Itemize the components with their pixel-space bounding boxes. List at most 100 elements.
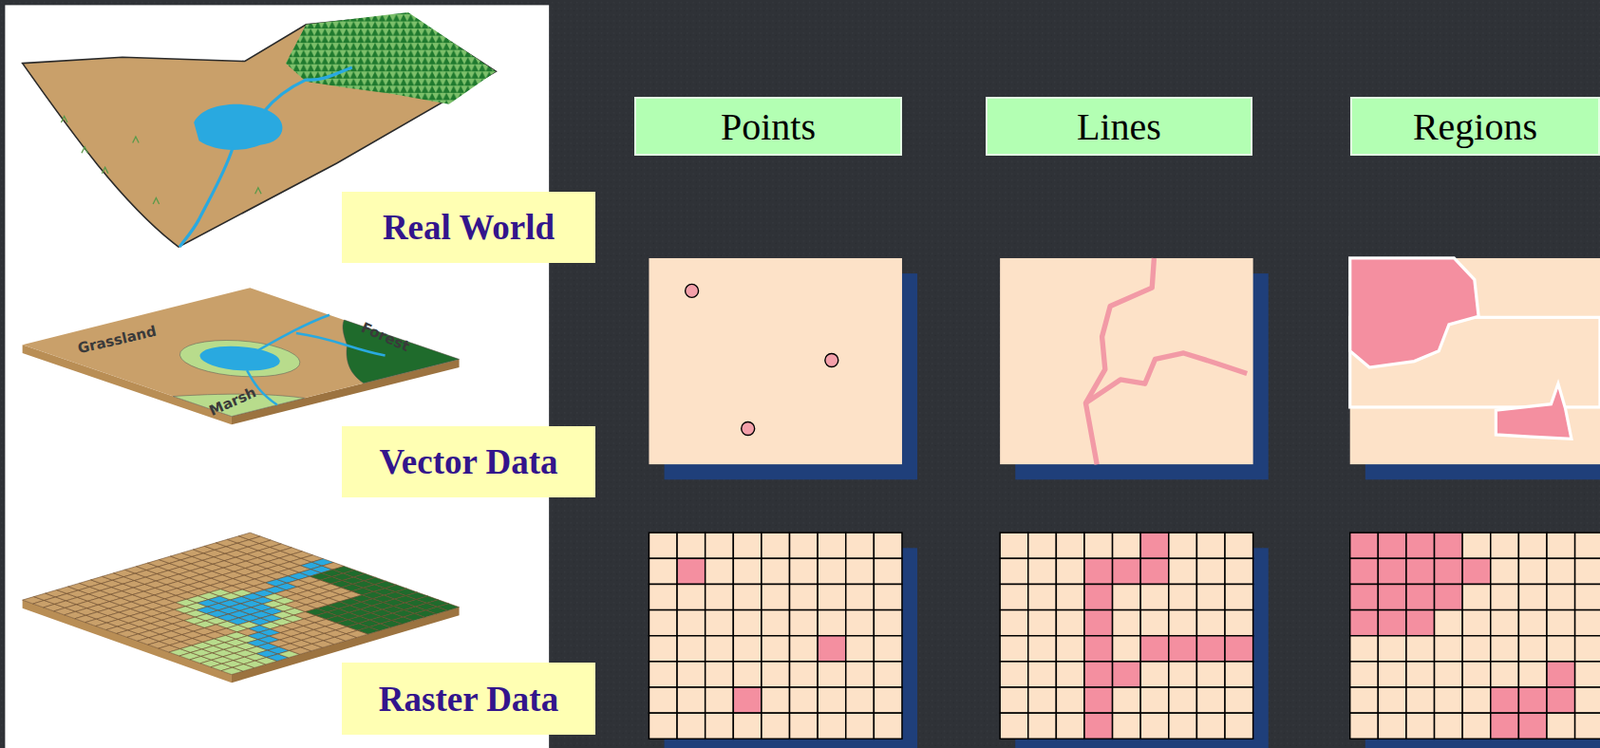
grid-cell (677, 713, 706, 739)
grid-cell (761, 610, 791, 637)
grid-cell (1575, 636, 1600, 662)
grid-cell (790, 610, 819, 637)
grid-cell (846, 558, 875, 584)
grid-cell (1140, 687, 1169, 714)
header-box: Points (634, 96, 903, 156)
grid-cell (1406, 636, 1435, 662)
grid-cell (873, 687, 903, 714)
grid-cell (1112, 661, 1142, 688)
label-text: Real World (382, 207, 555, 248)
grid-cell (873, 661, 903, 688)
grid-cell (733, 558, 762, 584)
grid-cell (733, 532, 762, 559)
grid-cell (999, 661, 1029, 688)
river (179, 148, 233, 247)
grid-cell (705, 687, 735, 714)
grid-cell (733, 636, 762, 662)
grid-cell (1196, 532, 1225, 559)
grid-cell (1377, 583, 1407, 610)
grid-cell (999, 636, 1029, 662)
grid-cell (648, 713, 678, 739)
grid-cell (1406, 661, 1435, 688)
grid-cell (1490, 687, 1520, 714)
grid-cell (1084, 661, 1113, 688)
grid-cell (999, 532, 1029, 559)
grid-cell (1462, 610, 1491, 637)
header-text: Lines (1076, 104, 1162, 150)
grid-cell (1462, 583, 1491, 610)
grid-cell (1546, 713, 1576, 739)
grid-cell (648, 532, 678, 559)
grid-cell (1434, 583, 1464, 610)
grid-cell (1434, 713, 1464, 739)
grid-cell (1084, 713, 1113, 739)
grid-cell (677, 583, 706, 610)
grid-cell (1546, 636, 1576, 662)
grid-cell (1518, 687, 1547, 714)
panel-shadow (664, 547, 919, 748)
grid-cell (846, 610, 875, 637)
grid-cell (1112, 583, 1142, 610)
grid-cell (1140, 636, 1169, 662)
river (147, 315, 459, 406)
grid-cell (761, 661, 791, 688)
label-box: Vector Data (341, 426, 596, 498)
grid-cell (1168, 583, 1198, 610)
grid-cell (1028, 636, 1057, 662)
grid-cell (677, 558, 706, 584)
grid-cell (1168, 532, 1198, 559)
grid-cell (1434, 532, 1464, 559)
grid-cell (705, 532, 735, 559)
grid-cell (817, 583, 847, 610)
grid-cell (648, 610, 678, 637)
grid-cell (790, 687, 819, 714)
grid-cell (1028, 661, 1057, 688)
grid-cell (1377, 661, 1407, 688)
grid-cell (1490, 532, 1520, 559)
grid-cell (1224, 558, 1254, 584)
grid-cell (648, 583, 678, 610)
grid-cell (1377, 636, 1407, 662)
grid-cell (873, 610, 903, 637)
grid-cell (1224, 713, 1254, 739)
grid-cell (790, 636, 819, 662)
grid-cell (1224, 532, 1254, 559)
grid-cell (1084, 583, 1113, 610)
grid-cell (1168, 713, 1198, 739)
grid-cell (1224, 610, 1254, 637)
grid-cell (733, 713, 762, 739)
grid-cell (790, 713, 819, 739)
grid-cell (1140, 583, 1169, 610)
grid-cell (1406, 610, 1435, 637)
grid-cell (1084, 687, 1113, 714)
label-box: Real World (341, 191, 596, 264)
grid-cell (873, 583, 903, 610)
grid-cell (677, 661, 706, 688)
grid-cell (846, 583, 875, 610)
grid-cell (705, 661, 735, 688)
grid-cell (873, 532, 903, 559)
grid-cell (761, 713, 791, 739)
label-text: Raster Data (378, 678, 559, 720)
grid-cell (846, 687, 875, 714)
regions-panel (1350, 258, 1600, 465)
raster-illustration (22, 532, 460, 683)
grid-cell (1406, 713, 1435, 739)
grid-cell (1224, 661, 1254, 688)
grid-cell (1518, 583, 1547, 610)
region-feature (1495, 383, 1572, 439)
panel-shadow (1365, 547, 1600, 748)
grid-cell (677, 687, 706, 714)
grid-cell (1196, 687, 1225, 714)
grid-cell (1350, 583, 1379, 610)
grid-cell (677, 532, 706, 559)
grid-cell (1112, 636, 1142, 662)
grid-cell (1518, 713, 1547, 739)
grid-cell (999, 687, 1029, 714)
lines-panel (999, 258, 1254, 465)
grid-cell (1028, 532, 1057, 559)
grid-cell (1434, 636, 1464, 662)
grid-cell (1168, 687, 1198, 714)
grid-cell (733, 687, 762, 714)
